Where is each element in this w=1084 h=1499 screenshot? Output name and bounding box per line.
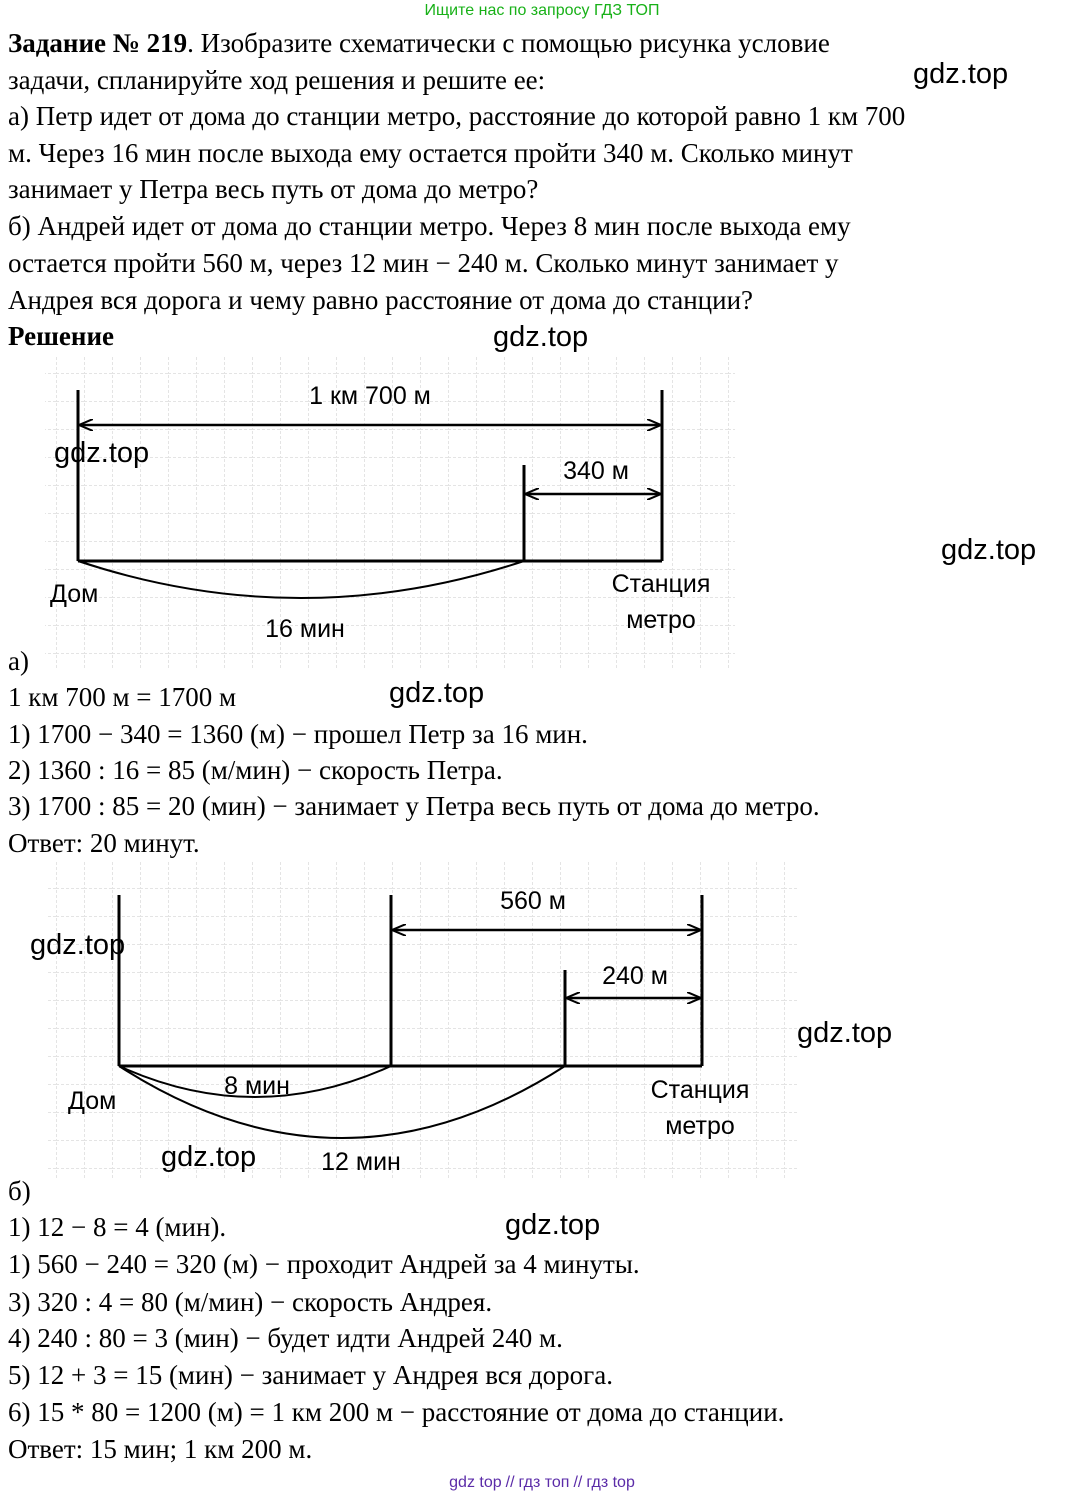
task-b-line: б) Андрей идет от дома до станции метро.… [8, 211, 851, 241]
560m-label: 560 м [500, 887, 566, 915]
task-intro: . Изобразите схематически с помощью рису… [187, 28, 830, 58]
grid-background [48, 862, 798, 1180]
8min-label: 8 мин [224, 1072, 290, 1100]
watermark: gdz.top [161, 1141, 257, 1173]
solution-a-line: 3) 1700 : 85 = 20 (мин) − занимает у Пет… [8, 791, 820, 821]
task-title: Задание № 219 [8, 28, 188, 58]
remaining-distance-label: 340 м [563, 457, 629, 485]
solution-a-line: 1 км 700 м = 1700 м [8, 682, 237, 712]
bottom-link-gdz-top[interactable]: gdz top [449, 1474, 502, 1491]
top-search-link[interactable]: Ищите нас по запросу ГДЗ ТОП [424, 2, 660, 19]
solution-a-line: 2) 1360 : 16 = 85 (м/мин) − скорость Пет… [8, 755, 503, 785]
total-distance-label: 1 км 700 м [309, 382, 431, 410]
solution-b-line: 4) 240 : 80 = 3 (мин) − будет идти Андре… [8, 1323, 563, 1353]
solution-b-line: 1) 560 − 240 = 320 (м) − проходит Андрей… [8, 1249, 640, 1279]
watermark: gdz.top [913, 58, 1009, 90]
watermark: gdz.top [54, 437, 150, 469]
task-b-line: остается пройти 560 м, через 12 мин − 24… [8, 248, 839, 278]
solution-b-line: 6) 15 * 80 = 1200 (м) = 1 км 200 м − рас… [8, 1397, 785, 1427]
station-label-line2: метро [665, 1112, 735, 1140]
task-a-line: м. Через 16 мин после выхода ему остаетс… [8, 138, 853, 168]
task-a-line: а) Петр идет от дома до станции метро, р… [8, 101, 906, 131]
time-arc [77, 560, 525, 599]
time-label: 16 мин [265, 615, 345, 643]
solution-b-line: 1) 12 − 8 = 4 (мин). [8, 1212, 227, 1242]
8min-arc [118, 1065, 392, 1098]
task-a-line: занимает у Петра весь путь от дома до ме… [8, 174, 539, 204]
diagram-a-label: а) [8, 646, 29, 676]
diagram-a: 1 км 700 м 340 м Дом Станция метро 16 ми… [45, 355, 735, 670]
solution-b-line: 3) 320 : 4 = 80 (м/мин) − скорость Андре… [8, 1287, 493, 1317]
station-label-line2: метро [626, 606, 696, 634]
solution-a-line: 1) 1700 − 340 = 1360 (м) − прошел Петр з… [8, 719, 588, 749]
bottom-link-separator: // [505, 1474, 515, 1491]
12min-arc [118, 1065, 566, 1139]
home-label: Дом [68, 1087, 116, 1115]
watermark: gdz.top [505, 1209, 601, 1241]
bottom-link-gdz-top-mixed[interactable]: гдз top [586, 1474, 635, 1491]
watermark: gdz.top [389, 677, 485, 709]
240m-label: 240 м [602, 962, 668, 990]
station-label-line1: Станция [651, 1076, 750, 1104]
12min-label: 12 мин [321, 1148, 401, 1176]
bottom-link-gdz-top-ru[interactable]: гдз топ [518, 1474, 570, 1491]
diagram-b: 560 м 240 м Дом Станция метро 8 мин 12 м… [48, 862, 798, 1180]
solution-heading: Решение [8, 321, 114, 351]
answer-a: Ответ: 20 минут. [8, 828, 200, 858]
answer-b: Ответ: 15 мин; 1 км 200 м. [8, 1434, 313, 1464]
watermark: gdz.top [493, 321, 589, 353]
bottom-links: gdz top // гдз топ // гдз top [0, 1474, 1084, 1492]
task-line-2: задачи, спланируйте ход решения и решите… [8, 65, 546, 95]
watermark: gdz.top [30, 929, 126, 961]
task-line-1: Задание № 219. Изобразите схематически с… [8, 25, 830, 62]
diagram-b-label: б) [8, 1176, 31, 1206]
watermark: gdz.top [941, 534, 1037, 566]
station-label-line1: Станция [612, 570, 711, 598]
bottom-link-separator: // [573, 1474, 583, 1491]
grid-background [45, 355, 735, 670]
home-label: Дом [50, 580, 98, 608]
watermark: gdz.top [797, 1017, 893, 1049]
solution-b-line: 5) 12 + 3 = 15 (мин) − занимает у Андрея… [8, 1360, 613, 1390]
task-b-line: Андрея вся дорога и чему равно расстояни… [8, 285, 754, 315]
